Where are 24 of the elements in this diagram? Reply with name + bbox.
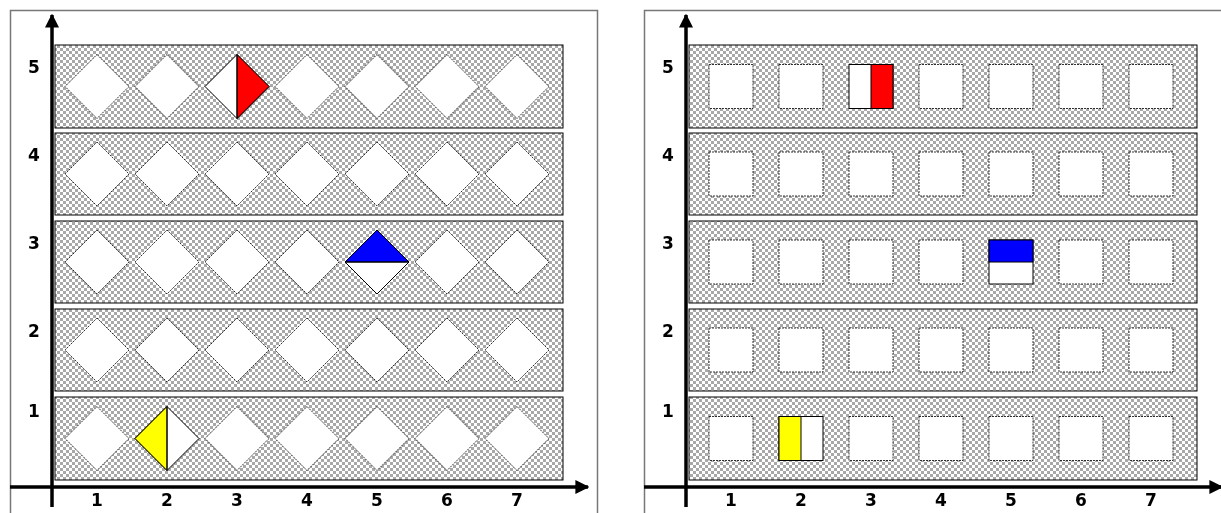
y-axis-label: 2 [661,321,675,341]
x-axis-label: 2 [160,490,174,510]
x-axis-label: 7 [1144,490,1158,510]
x-axis-label: 2 [794,490,808,510]
y-axis-label: 5 [661,57,675,77]
y-axis-label: 1 [27,401,41,421]
x-axis-label: 5 [370,490,384,510]
x-axis-label: 1 [724,490,738,510]
y-axis-label: 2 [27,321,41,341]
x-axis-label: 6 [1074,490,1088,510]
x-axis-label: 5 [1004,490,1018,510]
x-axis-label: 4 [300,490,314,510]
x-axis-label: 3 [864,490,878,510]
y-axis-label: 3 [661,233,675,253]
y-axis-label: 4 [27,145,41,165]
y-axis-label: 4 [661,145,675,165]
x-axis-label: 3 [230,490,244,510]
y-axis-label: 5 [27,57,41,77]
y-axis-label: 1 [661,401,675,421]
x-axis-label: 7 [510,490,524,510]
y-axis-label: 3 [27,233,41,253]
x-axis-label: 1 [90,490,104,510]
x-axis-label: 4 [934,490,948,510]
x-axis-label: 6 [440,490,454,510]
